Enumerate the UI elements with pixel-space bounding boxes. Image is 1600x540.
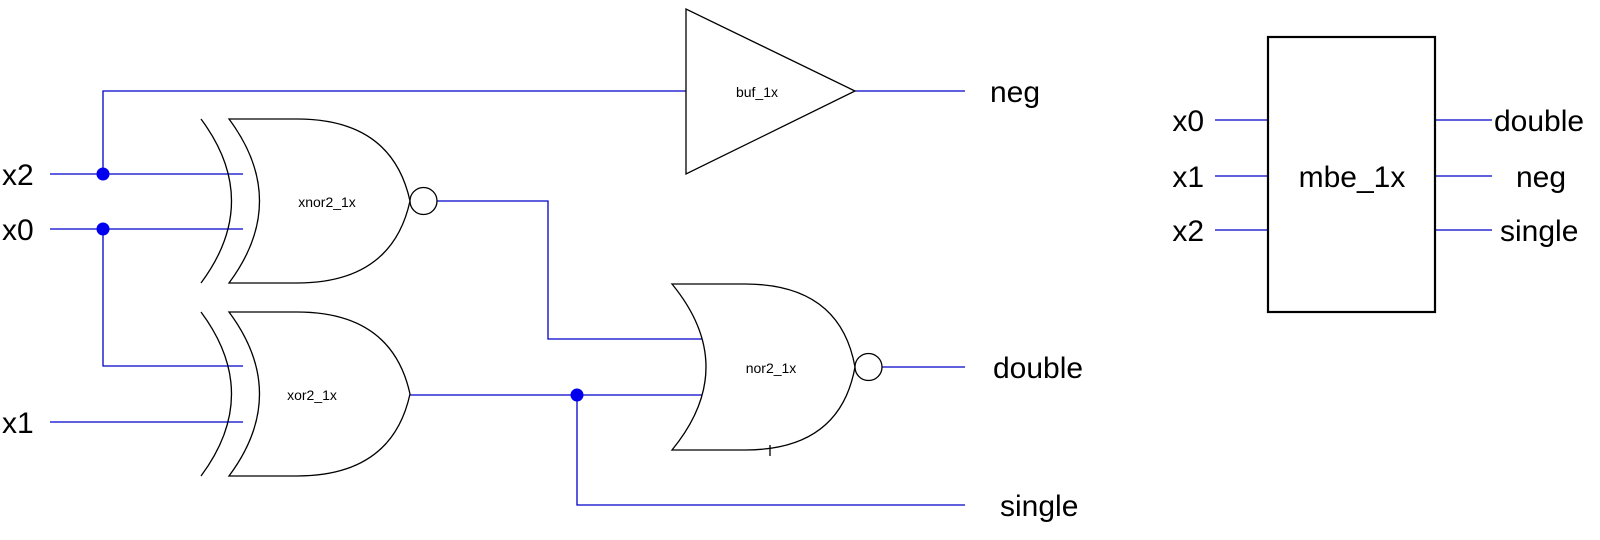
xor-gate-label: xor2_1x: [287, 387, 337, 403]
nor-gate-label: nor2_1x: [746, 360, 797, 376]
xnor-gate: xnor2_1x: [200, 118, 438, 284]
symbol-output-single: single: [1500, 215, 1578, 248]
junction-x2: [96, 167, 110, 181]
output-label-single: single: [1000, 490, 1078, 523]
symbol-input-x2: x2: [1172, 215, 1204, 248]
symbol-box: [1266, 35, 1437, 314]
output-label-neg: neg: [990, 76, 1040, 109]
symbol-block: mbe_1x x0 x1 x2 double neg single: [1172, 35, 1584, 314]
nor-gate: nor2_1x: [670, 283, 883, 456]
junctions: [96, 167, 584, 402]
xnor-inversion-bubble: [409, 186, 438, 216]
junction-x0: [96, 222, 110, 236]
output-label-double: double: [993, 352, 1083, 385]
input-label-x0: x0: [2, 214, 34, 247]
buf-gate-label: buf_1x: [736, 84, 778, 100]
input-label-x2: x2: [2, 159, 34, 192]
wire-single-out: [576, 395, 965, 506]
symbol-output-double: double: [1494, 105, 1584, 138]
xnor-gate-label: xnor2_1x: [298, 194, 356, 210]
input-label-x1: x1: [2, 407, 34, 440]
symbol-input-x0: x0: [1172, 105, 1204, 138]
junction-xor-out: [570, 388, 584, 402]
schematic-output-labels: neg double single: [990, 76, 1083, 523]
wire-x2-to-buf: [102, 90, 686, 173]
symbol-name-label: mbe_1x: [1299, 161, 1406, 194]
schematic-input-labels: x2 x0 x1: [2, 159, 34, 440]
symbol-output-neg: neg: [1516, 161, 1566, 194]
buf-gate: buf_1x: [685, 7, 857, 176]
wire-x0-to-xor: [102, 229, 243, 367]
symbol-input-x1: x1: [1172, 161, 1204, 194]
wire-xnor-to-nor: [437, 200, 711, 340]
xor-gate: xor2_1x: [200, 311, 411, 477]
nor-inversion-bubble: [854, 352, 883, 382]
wires: [50, 90, 965, 506]
